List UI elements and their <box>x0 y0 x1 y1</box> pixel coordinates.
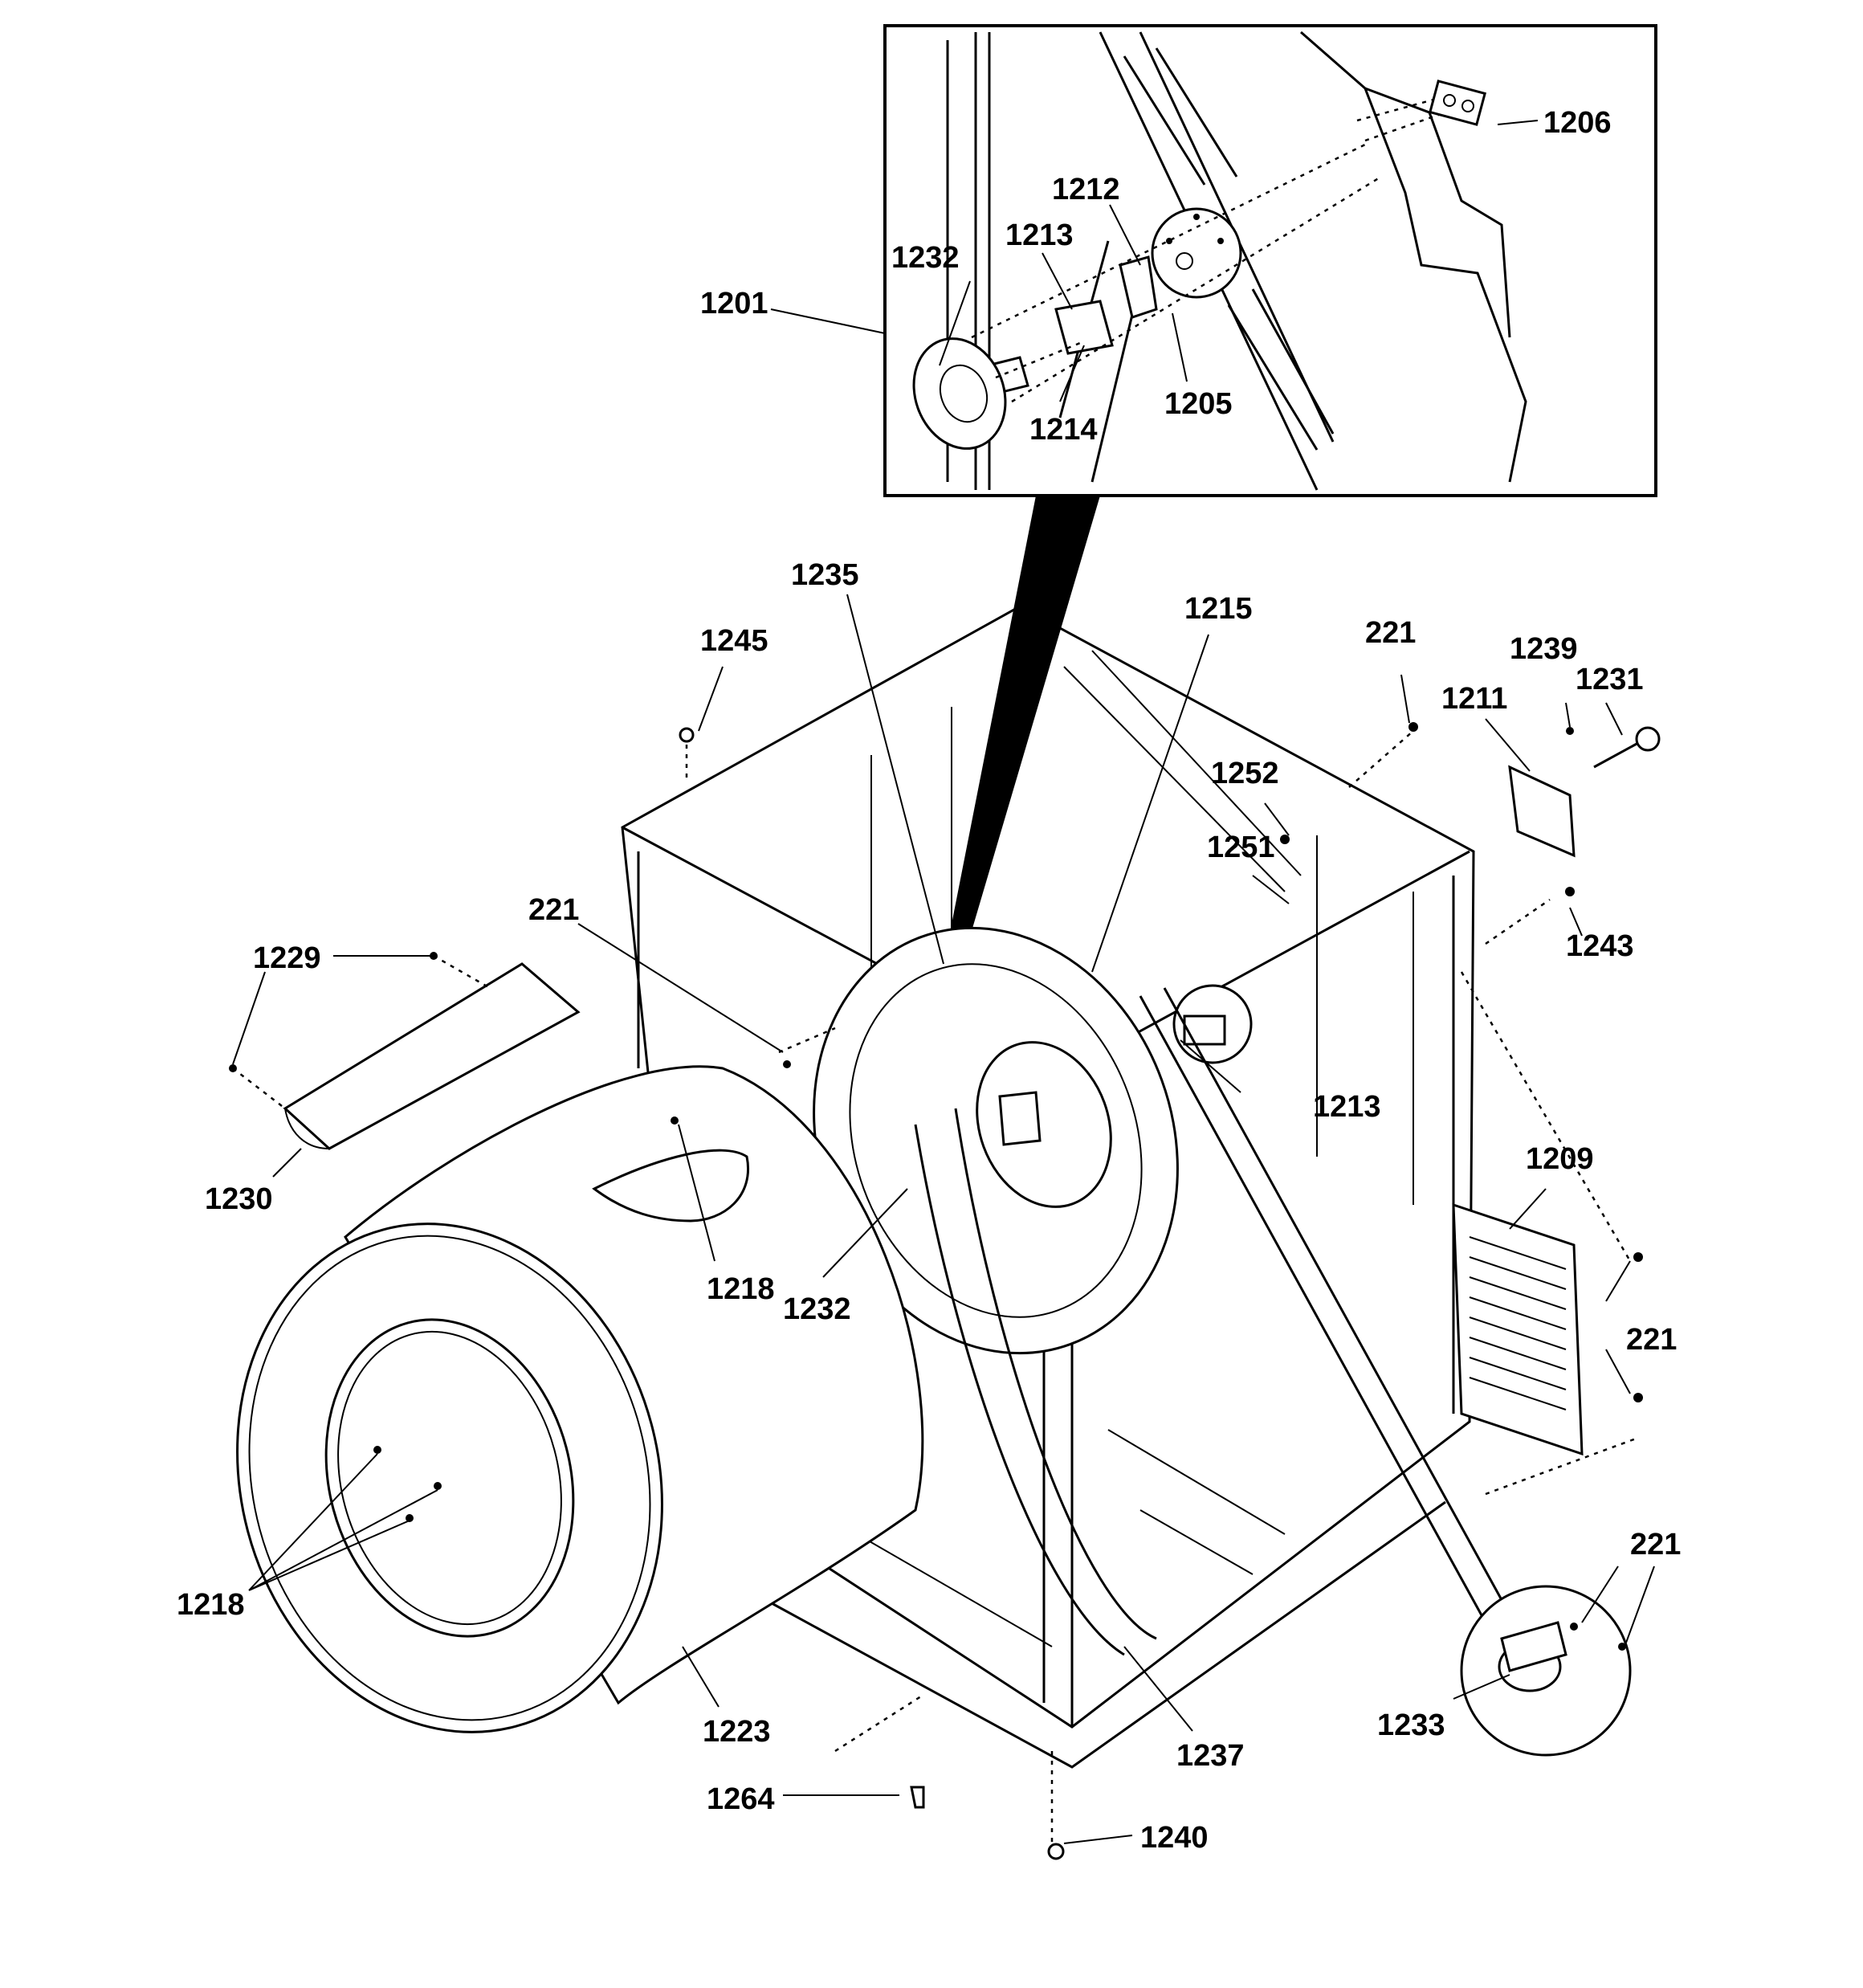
label-221-bottom: 221 <box>1630 1528 1681 1561</box>
label-1212: 1212 <box>1052 173 1120 206</box>
label-1235: 1235 <box>791 558 859 592</box>
label-1218-lower: 1218 <box>177 1588 245 1622</box>
motor-switch-detail-1233 <box>1460 1585 1632 1757</box>
bracket-1211 <box>1508 765 1576 858</box>
label-1264: 1264 <box>707 1782 775 1816</box>
label-1211: 1211 <box>1441 682 1507 716</box>
label-221-left: 221 <box>528 893 579 927</box>
label-1231: 1231 <box>1576 663 1644 696</box>
rear-grille-1209 <box>1452 1202 1584 1456</box>
label-1213-inset: 1213 <box>1005 218 1074 252</box>
label-1233: 1233 <box>1377 1708 1445 1742</box>
label-1215: 1215 <box>1184 592 1253 626</box>
label-1240: 1240 <box>1140 1821 1209 1855</box>
label-1245: 1245 <box>700 624 768 658</box>
fasteners <box>229 722 1643 1860</box>
label-1205: 1205 <box>1164 387 1233 421</box>
rear-bearing-1213 <box>1172 984 1253 1064</box>
assembly-guide-lines <box>232 730 1639 1855</box>
label-1237: 1237 <box>1176 1739 1245 1773</box>
inset-detail-view <box>883 24 1657 497</box>
dryer-cabinet-frame <box>621 605 1475 1769</box>
part-labels: 1201 1206 1212 1213 1232 1214 1205 1235 … <box>177 106 1681 1855</box>
label-1230: 1230 <box>205 1182 273 1216</box>
drum-1223 <box>236 1065 924 1733</box>
label-1229: 1229 <box>253 941 321 975</box>
label-221-right: 221 <box>1626 1323 1677 1357</box>
label-1214: 1214 <box>1029 413 1098 447</box>
label-1232-inset: 1232 <box>891 241 960 275</box>
label-1252: 1252 <box>1211 757 1279 790</box>
label-1232: 1232 <box>783 1292 851 1326</box>
label-1239: 1239 <box>1510 632 1578 666</box>
label-1251: 1251 <box>1207 831 1275 864</box>
label-1209: 1209 <box>1526 1142 1594 1176</box>
label-1201: 1201 <box>700 287 768 320</box>
label-1218-upper: 1218 <box>707 1272 775 1306</box>
leader-lines <box>232 120 1655 1844</box>
duct-1230 <box>283 962 581 1150</box>
rear-bulkhead-1235 <box>813 926 1179 1355</box>
label-1213: 1213 <box>1313 1090 1381 1124</box>
terminal-1231 <box>1593 741 1639 769</box>
label-1223: 1223 <box>703 1715 771 1749</box>
drive-belt-1237 <box>914 1108 1157 1656</box>
label-1243: 1243 <box>1566 929 1634 963</box>
label-1206: 1206 <box>1543 106 1612 140</box>
label-221-top: 221 <box>1365 616 1416 650</box>
